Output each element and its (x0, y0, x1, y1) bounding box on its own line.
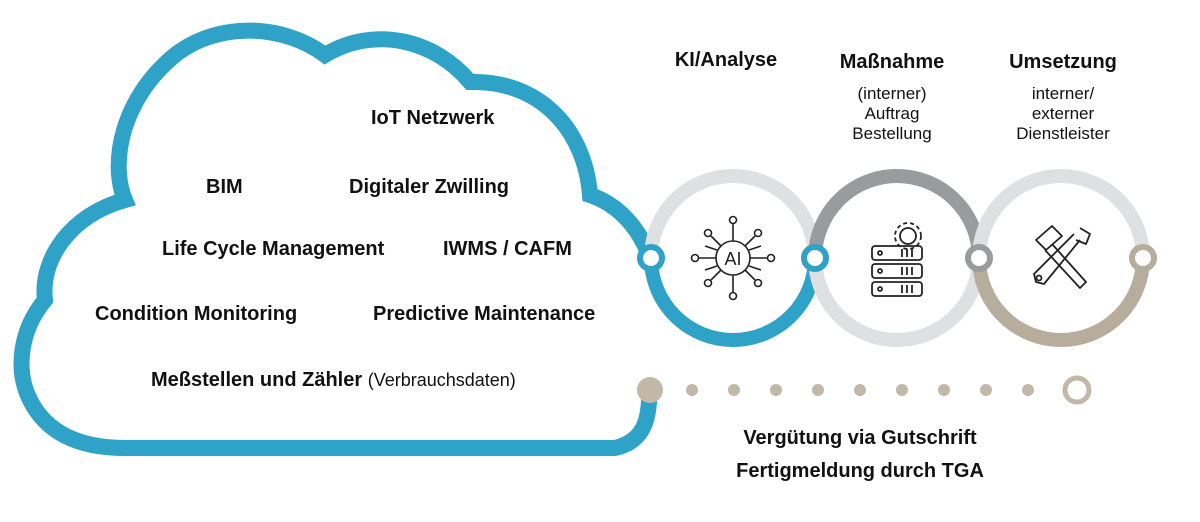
cloud-item-lcm: Life Cycle Management (162, 238, 385, 260)
cloud-item-meter-sub: (Verbrauchsdaten) (367, 370, 516, 390)
cloud-item-bim: BIM (206, 176, 243, 198)
cloud-item-twin: Digitaler Zwilling (349, 176, 510, 198)
progress-end-ring (1062, 375, 1092, 405)
svg-text:AI: AI (724, 249, 741, 269)
ai-chip-icon: AI (690, 215, 776, 301)
stage-desc-massnahme-1: (interner) (857, 84, 927, 103)
connector-node-3 (965, 244, 993, 272)
stage-desc-umsetzung-3: Dienstleister (1016, 124, 1110, 143)
cloud-item-condition: Condition Monitoring (95, 303, 298, 325)
server-gear-icon (871, 222, 923, 297)
footer-line-1: Vergütung via Gutschrift (743, 427, 977, 449)
hammer-wrench-icon (1033, 225, 1091, 289)
connector-node-2 (801, 244, 829, 272)
stage-title-ki: KI/Analyse (674, 49, 778, 71)
cloud-item-iot: IoT Netzwerk (371, 107, 495, 129)
cloud-item-iwms: IWMS / CAFM (443, 238, 572, 260)
cloud-outline (13, 22, 658, 456)
stage-desc-umsetzung-1: interner/ (1031, 84, 1095, 103)
stage-desc-massnahme-2: Auftrag (864, 104, 920, 123)
cloud-item-meter-main: Meßstellen und Zähler (151, 369, 363, 391)
cloud-item-predictive: Predictive Maintenance (373, 303, 596, 325)
footer-line-2: Fertigmeldung durch TGA (736, 460, 984, 482)
cloud-item-meter: Meßstellen und Zähler (Verbrauchsdaten) (151, 368, 516, 392)
progress-dots (686, 384, 1034, 396)
connector-node-4 (1129, 244, 1157, 272)
stage-ring-umsetzung (972, 169, 1150, 347)
stage-title-umsetzung: Umsetzung (1009, 51, 1117, 73)
progress-start-dot (637, 377, 663, 403)
stage-desc-massnahme-3: Bestellung (852, 124, 932, 143)
stage-title-massnahme: Maßnahme (839, 51, 945, 73)
stage-ring-massnahme (808, 169, 986, 347)
stage-desc-umsetzung-2: externer (1031, 104, 1095, 123)
connector-node-1 (637, 244, 665, 272)
